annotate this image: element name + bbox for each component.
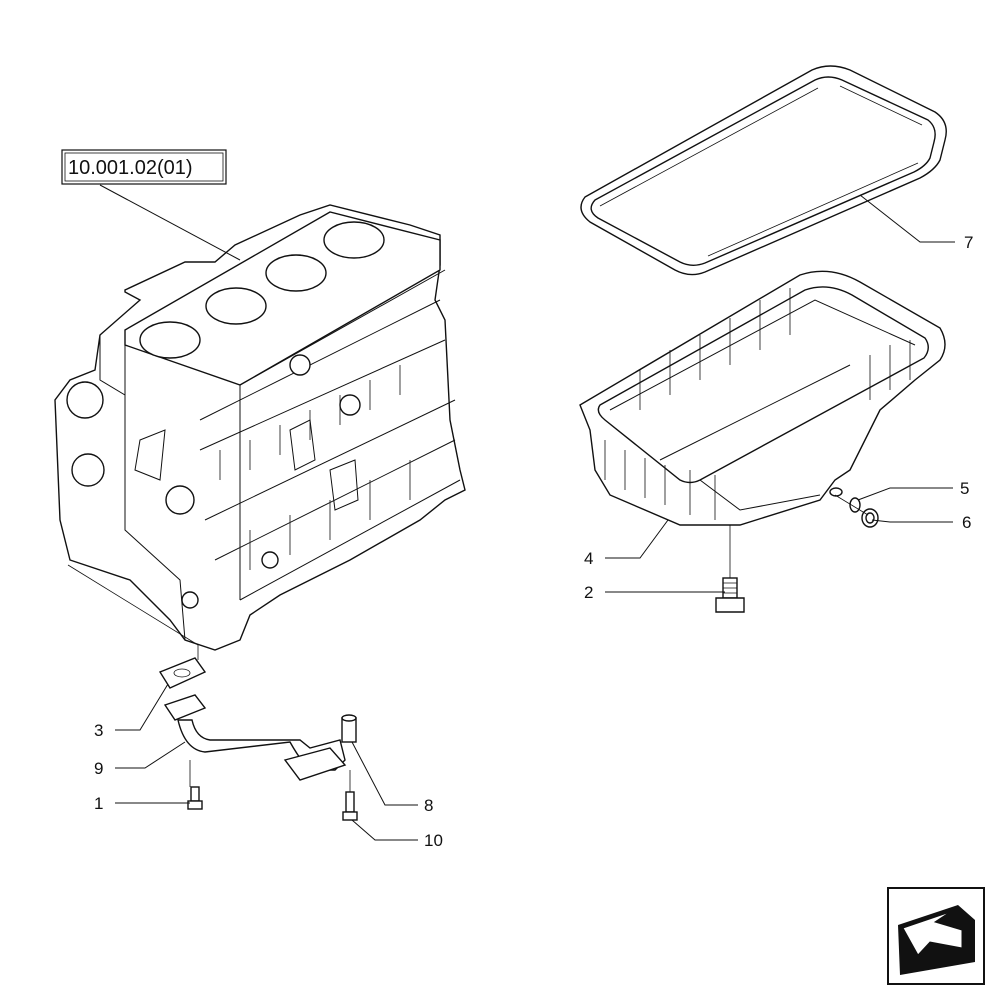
oil-pan-gasket — [580, 65, 947, 276]
callout-4-label: 4 — [584, 549, 593, 568]
callout-7[interactable]: 7 — [859, 194, 973, 252]
callout-10[interactable]: 10 — [351, 819, 443, 850]
callout-2[interactable]: 2 — [584, 583, 725, 602]
drain-plug — [861, 508, 879, 528]
callout-10-label: 10 — [424, 831, 443, 850]
callout-5[interactable]: 5 — [857, 479, 969, 501]
callout-6-label: 6 — [962, 513, 971, 532]
callout-1[interactable]: 1 — [94, 794, 190, 813]
assembly-guide-line — [834, 494, 869, 516]
assembly-guide-line — [67, 564, 199, 646]
callout-8-label: 8 — [424, 796, 433, 815]
callout-2-label: 2 — [584, 583, 593, 602]
callout-9[interactable]: 9 — [94, 741, 186, 778]
pan-bolt — [715, 577, 745, 613]
reference-leader — [99, 184, 241, 261]
callout-6[interactable]: 6 — [871, 513, 971, 532]
callout-8[interactable]: 8 — [351, 741, 433, 815]
reference-label: 10.001.02(01) — [68, 157, 193, 179]
suction-gasket — [158, 657, 207, 689]
reference-tag[interactable]: 10.001.02(01) — [61, 149, 241, 261]
reference-box — [61, 149, 227, 185]
tube-screw-1 — [187, 786, 203, 810]
callout-3[interactable]: 3 — [94, 683, 169, 740]
arrow-back-icon — [898, 905, 975, 975]
callout-5-label: 5 — [960, 479, 969, 498]
engine-block — [54, 204, 466, 651]
oil-pan — [579, 270, 946, 526]
callout-7-label: 7 — [964, 233, 973, 252]
navigation-button[interactable] — [887, 887, 985, 985]
tube-screw-10 — [342, 791, 358, 821]
callout-3-label: 3 — [94, 721, 103, 740]
callout-1-label: 1 — [94, 794, 103, 813]
spacer-sleeve — [341, 714, 357, 743]
callout-4[interactable]: 4 — [584, 519, 669, 568]
oil-pickup-tube — [163, 694, 347, 781]
callout-9-label: 9 — [94, 759, 103, 778]
